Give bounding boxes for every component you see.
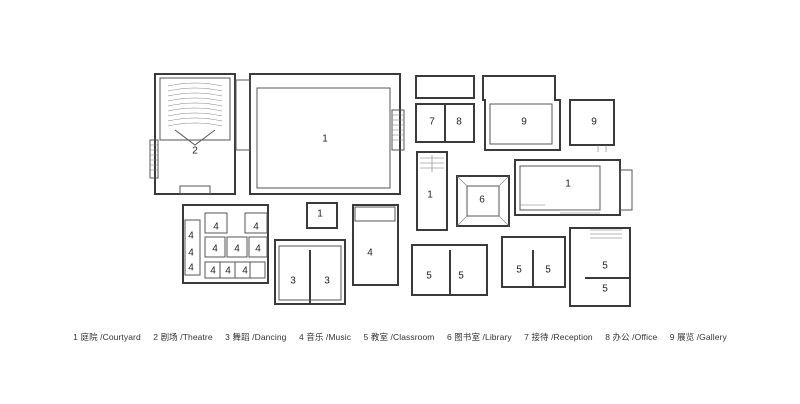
- room-label-gallery-b: 9: [591, 117, 597, 128]
- room-label-dance-a: 3: [290, 276, 296, 287]
- room-label-music-2: 4: [188, 248, 194, 259]
- classrooms-block: [411, 227, 631, 307]
- legend-item-reception: 7 接待 /Reception: [524, 332, 593, 342]
- legend-item-music: 4 音乐 /Music: [298, 332, 352, 342]
- room-label-music-4: 4: [213, 222, 219, 233]
- room-label-music-6: 4: [212, 244, 218, 255]
- legend-item-theatre: 2 剧场 /Theatre: [153, 332, 213, 342]
- room-label-courtyard-main: 1: [322, 134, 328, 145]
- reception-office-block: [415, 75, 475, 143]
- room-label-class-c2: 5: [602, 284, 608, 295]
- room-label-music-1: 4: [188, 231, 194, 242]
- room-label-library: 6: [479, 195, 485, 206]
- room-label-courtyard-center: 1: [427, 190, 433, 201]
- room-label-music-8: 4: [255, 244, 261, 255]
- room-label-gallery-a: 9: [521, 117, 527, 128]
- legend-item-gallery: 9 展览 /Gallery: [669, 332, 727, 342]
- room-label-class-b1: 5: [516, 265, 522, 276]
- theatre-block: [149, 73, 236, 195]
- room-label-music-5: 4: [253, 222, 259, 233]
- legend-item-library: 6 图书室 /Library: [446, 332, 512, 342]
- room-label-class-a1: 5: [426, 271, 432, 282]
- room-label-class-a2: 5: [458, 271, 464, 282]
- center-courtyard: [416, 151, 448, 231]
- legend-item-courtyard: 1 庭院 /Courtyard: [73, 332, 141, 342]
- room-label-reception: 7: [429, 117, 435, 128]
- legend-item-office: 8 办公 /Office: [605, 332, 658, 342]
- room-label-class-b2: 5: [545, 265, 551, 276]
- room-label-music-10: 4: [225, 266, 231, 277]
- room-label-music-9: 4: [210, 266, 216, 277]
- room-label-office: 8: [456, 117, 462, 128]
- library-block: [456, 175, 510, 227]
- room-label-courtyard-small: 1: [317, 209, 323, 220]
- east-courtyard: [514, 159, 633, 216]
- room-label-dance-b: 3: [324, 276, 330, 287]
- room-label-music-3: 4: [188, 263, 194, 274]
- small-courtyard: [306, 202, 338, 229]
- room-label-music-7: 4: [234, 244, 240, 255]
- dance-rooms-block: [274, 239, 346, 305]
- room-type-legend: 1 庭院 /Courtyard 2 剧场 /Theatre 3 舞蹈 /Danc…: [0, 331, 800, 343]
- main-courtyard: [235, 73, 405, 195]
- room-label-class-c1: 5: [602, 261, 608, 272]
- room-label-theatre: 2: [192, 146, 198, 157]
- room-label-music-11: 4: [242, 266, 248, 277]
- music-rooms-block: [182, 204, 399, 286]
- room-label-courtyard-east: 1: [565, 179, 571, 190]
- gallery-block: [482, 75, 615, 152]
- legend-item-dancing: 3 舞蹈 /Dancing: [225, 332, 287, 342]
- room-label-music-main: 4: [367, 248, 373, 259]
- legend-item-classroom: 5 教室 /Classroom: [363, 332, 435, 342]
